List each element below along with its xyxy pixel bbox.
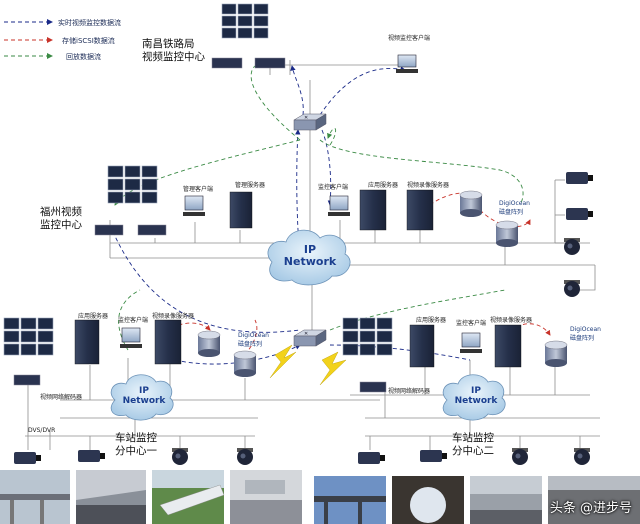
label-ip-network: IP Network xyxy=(283,243,337,268)
label-app-server-left: 应用服务器 xyxy=(78,313,109,320)
photo-bridge xyxy=(314,476,386,524)
watermark: 头条 @进步号 xyxy=(549,501,632,516)
label-record-server: 视频录像服务器 xyxy=(407,182,450,189)
label-monitor-client-right: 监控客户端 xyxy=(456,320,487,327)
label-dvs-dvr: DVS/DVR xyxy=(28,427,56,434)
label-ip-network-right: IP Network xyxy=(454,386,498,406)
legend-label-realtime: 实时视频监控数据流 xyxy=(58,19,121,27)
label-ip-network-left: IP Network xyxy=(122,386,166,406)
legend-label-playback: 回放数据流 xyxy=(66,53,101,61)
video-wall-icon xyxy=(342,317,393,356)
svg-text:✕: ✕ xyxy=(304,115,308,121)
decoder-icon xyxy=(13,57,387,393)
legend-label-storage: 存储iSCSI数据流 xyxy=(62,37,115,45)
label-app-server-right: 应用服务器 xyxy=(416,317,447,324)
label-record-server-right: 视频录像服务器 xyxy=(490,317,533,324)
server-icon xyxy=(74,189,522,368)
label-record-server-left: 视频录像服务器 xyxy=(152,313,195,320)
svg-text:✕: ✕ xyxy=(304,331,308,337)
legend xyxy=(4,19,53,59)
photo-platform xyxy=(230,470,302,524)
cloud-icon xyxy=(442,374,506,421)
label-substation-2: 车站监控 分中心二 xyxy=(452,432,494,457)
label-digiocean-left: DigiOcean 磁盘阵列 xyxy=(238,332,269,348)
photo-tracks xyxy=(548,476,640,524)
label-digiocean-right: DigiOcean 磁盘阵列 xyxy=(570,326,601,342)
photo-tunnel xyxy=(392,476,464,524)
photo-train xyxy=(152,470,225,524)
video-wall-icon xyxy=(221,3,269,39)
data-flows xyxy=(109,65,551,365)
label-monitor-client: 监控客户端 xyxy=(318,184,349,191)
dome-camera-icon xyxy=(172,238,590,465)
label-mgmt-client: 管理客户端 xyxy=(183,186,214,193)
disk-array-icon xyxy=(197,190,568,377)
station-photos xyxy=(0,470,640,524)
video-wall-icon xyxy=(3,317,54,356)
label-app-server: 应用服务器 xyxy=(368,182,399,189)
lightning-icon xyxy=(269,344,347,386)
client-pc-icon xyxy=(120,54,482,353)
box-camera-icon xyxy=(14,172,593,464)
cloud-icon xyxy=(110,374,174,421)
label-monitor-client-left: 监控客户端 xyxy=(118,317,149,324)
photo-viaduct xyxy=(0,470,70,524)
label-decoder-right: 视频网络解码器 xyxy=(388,388,431,395)
label-decoder-left: 视频网络解码器 xyxy=(40,394,83,401)
cloud-icon xyxy=(267,229,351,286)
label-mgmt-server: 管理服务器 xyxy=(235,182,266,189)
label-digiocean: DigiOcean 磁盘阵列 xyxy=(499,200,530,216)
label-nanchang-center: 南昌铁路局 视频监控中心 xyxy=(142,38,205,63)
label-video-client: 视频监控客户端 xyxy=(388,35,431,42)
photo-yard xyxy=(470,476,542,524)
label-substation-1: 车站监控 分中心一 xyxy=(115,432,157,457)
photo-station xyxy=(76,470,146,524)
switch-icon: ✕ ✕ xyxy=(293,113,327,347)
video-wall-icon xyxy=(107,165,158,204)
label-fuzhou-center: 福州视频 监控中心 xyxy=(40,206,82,231)
